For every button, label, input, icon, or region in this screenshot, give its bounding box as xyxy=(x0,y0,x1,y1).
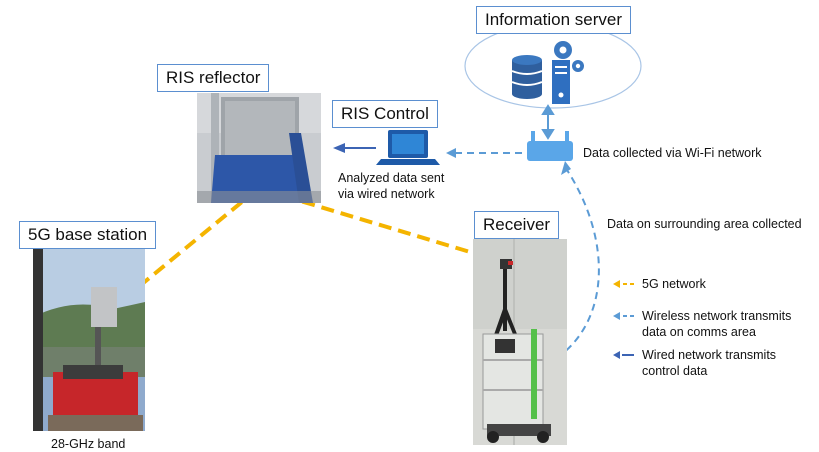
legend-5g-label: 5G network xyxy=(642,277,706,291)
band-caption: 28-GHz band xyxy=(51,437,126,451)
ris-reflector-label: RIS reflector xyxy=(157,64,270,92)
server-icon xyxy=(552,60,570,104)
legend-wired-label-1: Wired network transmits xyxy=(642,348,777,362)
analyzed-data-line1: Analyzed data sent xyxy=(338,171,445,185)
wifi-collected-text: Data collected via Wi-Fi network xyxy=(583,146,762,160)
receiver-photo xyxy=(473,239,567,445)
legend-mark-wired xyxy=(613,351,634,359)
analyzed-data-line2: via wired network xyxy=(338,187,435,201)
base-station-label: 5G base station xyxy=(19,221,157,249)
information-server-label: Information server xyxy=(476,6,631,34)
server-router-arrow xyxy=(541,104,555,140)
receiver-to-router-curve xyxy=(556,161,600,359)
receiver-label: Receiver xyxy=(474,211,560,239)
wifi-router-icon xyxy=(527,131,573,161)
gear-icon xyxy=(554,41,584,72)
legend-wired-label-2: control data xyxy=(642,364,708,378)
ris-control-label: RIS Control xyxy=(332,100,438,128)
control-to-reflector-arrow xyxy=(333,143,376,153)
wifi-to-control-arrow xyxy=(446,148,522,158)
legend-mark-5g xyxy=(613,280,634,288)
ris-reflector-photo xyxy=(197,93,321,203)
base-station-photo xyxy=(33,247,145,431)
legend-wireless-label-2: data on comms area xyxy=(642,325,756,339)
surrounding-area-text: Data on surrounding area collected xyxy=(607,217,802,231)
database-icon xyxy=(511,55,543,99)
legend-mark-wireless xyxy=(613,312,634,320)
laptop-icon xyxy=(376,130,440,165)
legend-wireless-label-1: Wireless network transmits xyxy=(642,309,792,323)
